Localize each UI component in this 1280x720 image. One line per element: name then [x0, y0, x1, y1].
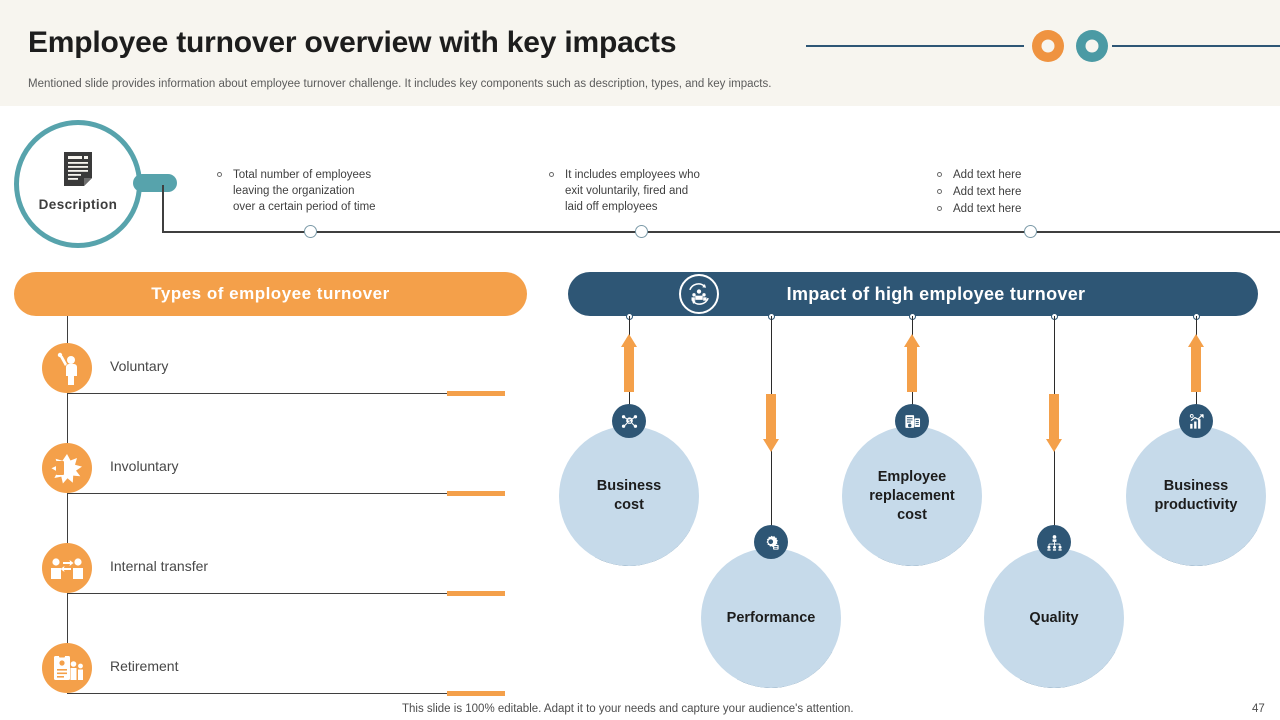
node-circle [559, 426, 699, 566]
footer-note: This slide is 100% editable. Adapt it to… [402, 703, 854, 715]
type-label: Involuntary [110, 458, 179, 474]
list-item: Total number of employees leaving the or… [216, 167, 436, 215]
node-label: Performance [726, 609, 816, 626]
invoice-money-icon [895, 404, 929, 438]
type-rule [67, 593, 488, 595]
description-connector-pill [133, 174, 177, 192]
node-circle [1126, 426, 1266, 566]
timeline-riser [162, 185, 164, 231]
description-bullets-group-1: Total number of employees leaving the or… [216, 167, 436, 216]
gear-settings-icon [754, 525, 788, 559]
type-item-internal-transfer[interactable]: Internal transfer [42, 543, 512, 596]
list-item: Add text here [936, 184, 1136, 200]
node-circle [842, 426, 982, 566]
page-number: 47 [1252, 703, 1265, 715]
node-circle [701, 548, 841, 688]
bullet-text: It includes employees who exit voluntari… [565, 169, 700, 213]
description-bullets-group-3: Add text here Add text here Add text her… [936, 167, 1136, 218]
bullet-text: Add text here [953, 169, 1022, 181]
description-bullets-group-2: It includes employees who exit voluntari… [548, 167, 768, 216]
node-label: Business cost [596, 478, 662, 513]
bullet-text: Total number of employees leaving the or… [233, 169, 376, 213]
impact-panel-header: Impact of high employee turnover [568, 272, 1258, 316]
timeline-axis [162, 231, 1280, 233]
person-raising-hand-icon [42, 343, 92, 393]
type-rule [67, 493, 488, 495]
description-label: Description [38, 197, 118, 212]
arrow-up-icon [904, 334, 920, 392]
impact-panel-title: Impact of high employee turnover [786, 283, 1086, 304]
bullet-text: Add text here [953, 203, 1022, 215]
svg-text:$: $ [627, 419, 630, 425]
people-cycle-icon [679, 274, 719, 314]
clipboard-people-icon [42, 643, 92, 693]
page-title: Employee turnover overview with key impa… [28, 26, 677, 59]
type-item-involuntary[interactable]: Involuntary [42, 443, 512, 496]
type-rule [67, 693, 488, 695]
list-item: Add text here [936, 167, 1136, 183]
arrow-down-icon [763, 394, 779, 452]
node-label: Business productivity [1154, 478, 1238, 513]
list-item: It includes employees who exit voluntari… [548, 167, 768, 215]
type-label: Retirement [110, 658, 179, 674]
timeline-node-3 [1024, 225, 1037, 238]
arrow-up-icon [1188, 334, 1204, 392]
decor-donut-teal-icon [1076, 30, 1108, 62]
type-rule-cap [447, 391, 505, 396]
node-circle [984, 548, 1124, 688]
node-label: Employee replacement cost [869, 468, 955, 523]
dismissal-burst-icon [42, 443, 92, 493]
timeline-node-2 [635, 225, 648, 238]
types-panel-title: Types of employee turnover [151, 284, 390, 303]
title-rule-left [806, 45, 1024, 47]
title-rule-right [1112, 45, 1280, 47]
arrow-down-icon [1046, 394, 1062, 452]
arrow-up-icon [621, 334, 637, 392]
two-people-exchange-icon [42, 543, 92, 593]
type-rule-cap [447, 691, 505, 696]
list-item: Add text here [936, 201, 1136, 217]
timeline-node-1 [304, 225, 317, 238]
node-label: Quality [1029, 609, 1079, 626]
document-icon [63, 151, 93, 187]
type-label: Voluntary [110, 358, 169, 374]
description-badge: Description [14, 120, 142, 248]
slide-header: Employee turnover overview with key impa… [0, 0, 1280, 106]
growth-chart-icon [1179, 404, 1213, 438]
decor-donut-orange-icon [1032, 30, 1064, 62]
type-item-retirement[interactable]: Retirement [42, 643, 512, 696]
type-label: Internal transfer [110, 558, 209, 574]
type-item-voluntary[interactable]: Voluntary [42, 343, 512, 396]
hierarchy-people-icon [1037, 525, 1071, 559]
page-subtitle: Mentioned slide provides information abo… [28, 78, 772, 90]
type-rule [67, 393, 488, 395]
types-panel-header: Types of employee turnover [14, 272, 527, 316]
bullet-text: Add text here [953, 186, 1022, 198]
type-rule-cap [447, 491, 505, 496]
types-spine [67, 316, 69, 691]
type-rule-cap [447, 591, 505, 596]
cost-network-icon: $ [612, 404, 646, 438]
